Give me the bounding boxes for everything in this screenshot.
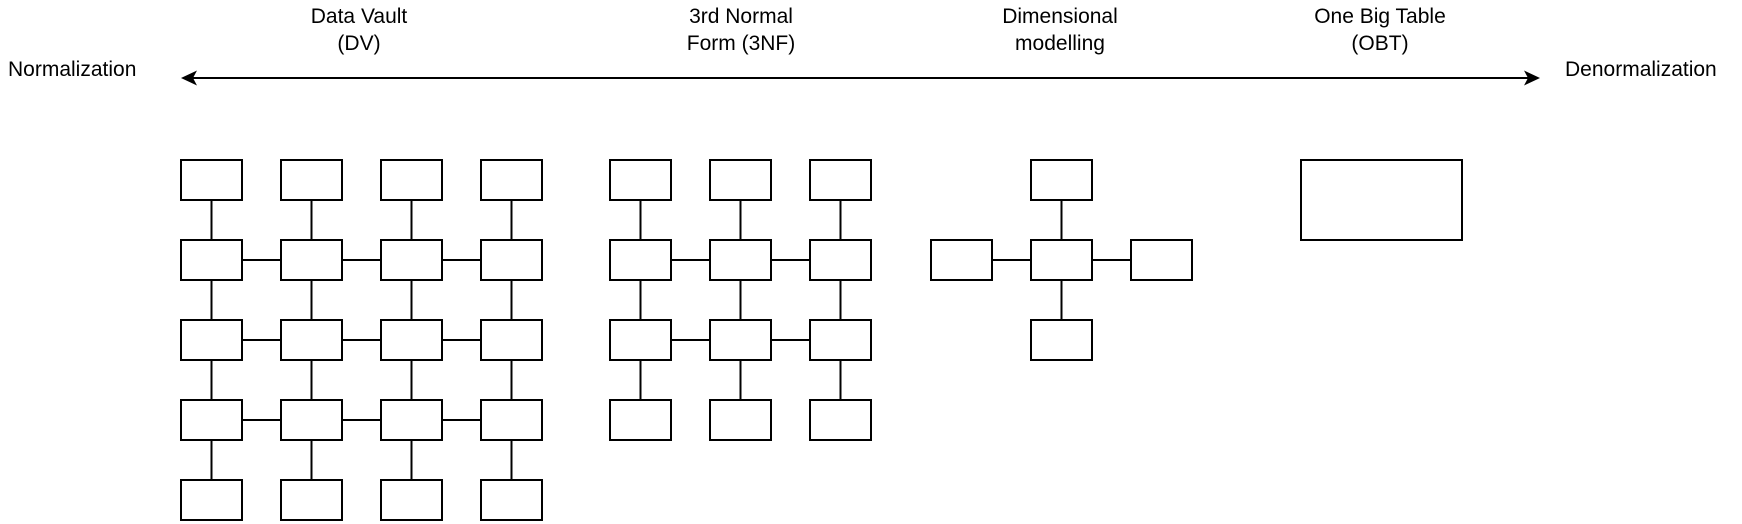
table-box: [480, 239, 543, 281]
table-box: [180, 399, 243, 441]
table-box: [380, 239, 443, 281]
category-label-one-big-table: One Big Table (OBT): [1270, 3, 1490, 57]
category-label-data-vault: Data Vault (DV): [249, 3, 469, 57]
table-box: [180, 319, 243, 361]
table-box: [930, 239, 993, 281]
table-box: [280, 159, 343, 201]
table-box: [480, 479, 543, 521]
table-box: [709, 239, 772, 281]
normalization-axis-arrow: [181, 70, 1540, 86]
table-box: [1300, 159, 1463, 241]
table-box: [1030, 159, 1093, 201]
table-box: [480, 399, 543, 441]
table-box: [480, 159, 543, 201]
table-box: [1030, 319, 1093, 361]
table-box: [709, 399, 772, 441]
table-box: [280, 319, 343, 361]
category-label-third-normal-form: 3rd Normal Form (3NF): [631, 3, 851, 57]
table-box: [380, 399, 443, 441]
category-subtitle: Form (3NF): [686, 32, 796, 55]
category-subtitle: (DV): [337, 32, 381, 55]
table-box: [280, 239, 343, 281]
table-box: [609, 159, 672, 201]
table-box: [380, 159, 443, 201]
table-box: [809, 239, 872, 281]
category-title: Dimensional: [1002, 5, 1118, 28]
table-box: [180, 479, 243, 521]
table-box: [280, 479, 343, 521]
table-box: [709, 159, 772, 201]
table-box: [609, 239, 672, 281]
table-box: [809, 319, 872, 361]
third-normal-form-schema: [609, 159, 872, 441]
table-box: [609, 319, 672, 361]
table-box: [280, 399, 343, 441]
axis-label-denormalization: Denormalization: [1565, 58, 1717, 81]
one-big-table-schema: [1300, 159, 1463, 241]
table-box: [380, 479, 443, 521]
category-title: One Big Table: [1314, 5, 1446, 28]
table-box: [480, 319, 543, 361]
category-label-dimensional-modelling: Dimensional modelling: [950, 3, 1170, 57]
data-vault-schema: [180, 159, 543, 521]
table-box: [809, 159, 872, 201]
table-box: [809, 399, 872, 441]
axis-arrowhead-right: [1524, 70, 1540, 86]
category-subtitle: modelling: [1015, 32, 1105, 55]
axis-arrowhead-left: [181, 70, 197, 86]
table-box: [180, 159, 243, 201]
dimensional-star-schema: [930, 159, 1193, 361]
table-box: [380, 319, 443, 361]
category-title: 3rd Normal: [689, 5, 793, 28]
table-box: [609, 399, 672, 441]
axis-label-normalization: Normalization: [8, 58, 137, 81]
table-box: [1030, 239, 1093, 281]
table-box: [180, 239, 243, 281]
table-box: [709, 319, 772, 361]
table-box: [1130, 239, 1193, 281]
category-subtitle: (OBT): [1351, 32, 1409, 55]
category-title: Data Vault: [310, 5, 408, 28]
